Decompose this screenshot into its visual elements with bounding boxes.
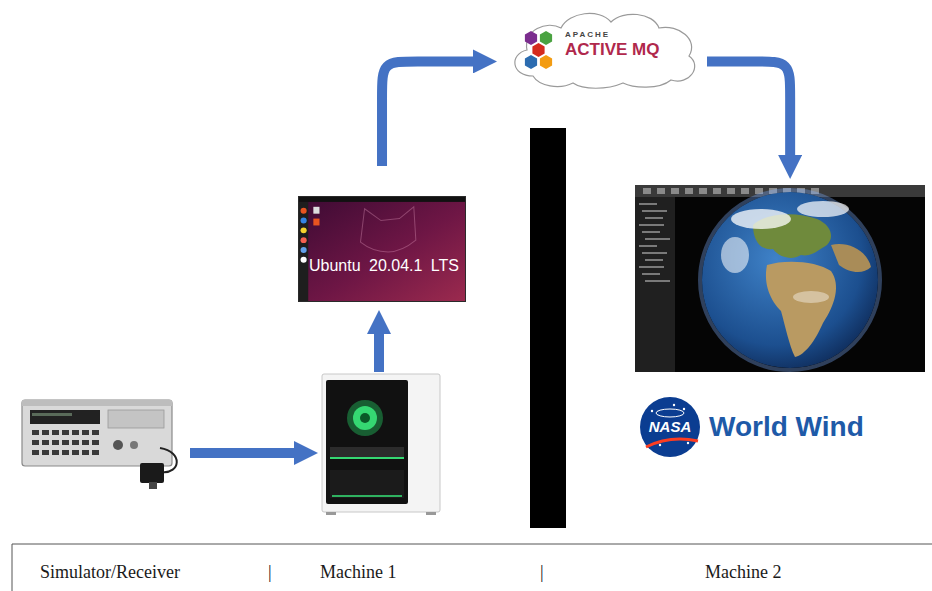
column-divider: | <box>268 562 272 584</box>
product-name: World Wind <box>709 411 864 443</box>
strip-border <box>12 544 932 545</box>
brand-small: APACHE <box>565 30 610 39</box>
brand-logo <box>519 28 561 70</box>
strip-border <box>12 544 13 591</box>
os-screen: Ubuntu 20.04.1 LTS <box>298 196 466 302</box>
globe-picture <box>635 185 925 372</box>
column-label: Machine 2 <box>705 562 781 584</box>
os-version: Ubuntu 20.04.1 LTS <box>309 257 459 275</box>
signal-simulator <box>22 400 177 489</box>
column-label: Simulator/Receiver <box>40 562 180 584</box>
pc-tower <box>322 374 440 515</box>
separator-bar <box>530 128 566 528</box>
flow-arrow <box>382 61 477 166</box>
flow-arrow <box>707 61 790 159</box>
flow-arrow <box>374 330 384 372</box>
column-divider: | <box>540 562 544 584</box>
globe-viewer: NASAWorld Wind <box>635 185 925 372</box>
desktop-picture <box>299 197 465 301</box>
logo-word: NASA <box>640 418 700 435</box>
brand-name: ACTIVE MQ <box>565 40 659 60</box>
column-label: Machine 1 <box>320 562 396 584</box>
flow-arrow <box>190 448 298 458</box>
broker-cloud: APACHEACTIVE MQ <box>503 6 703 90</box>
